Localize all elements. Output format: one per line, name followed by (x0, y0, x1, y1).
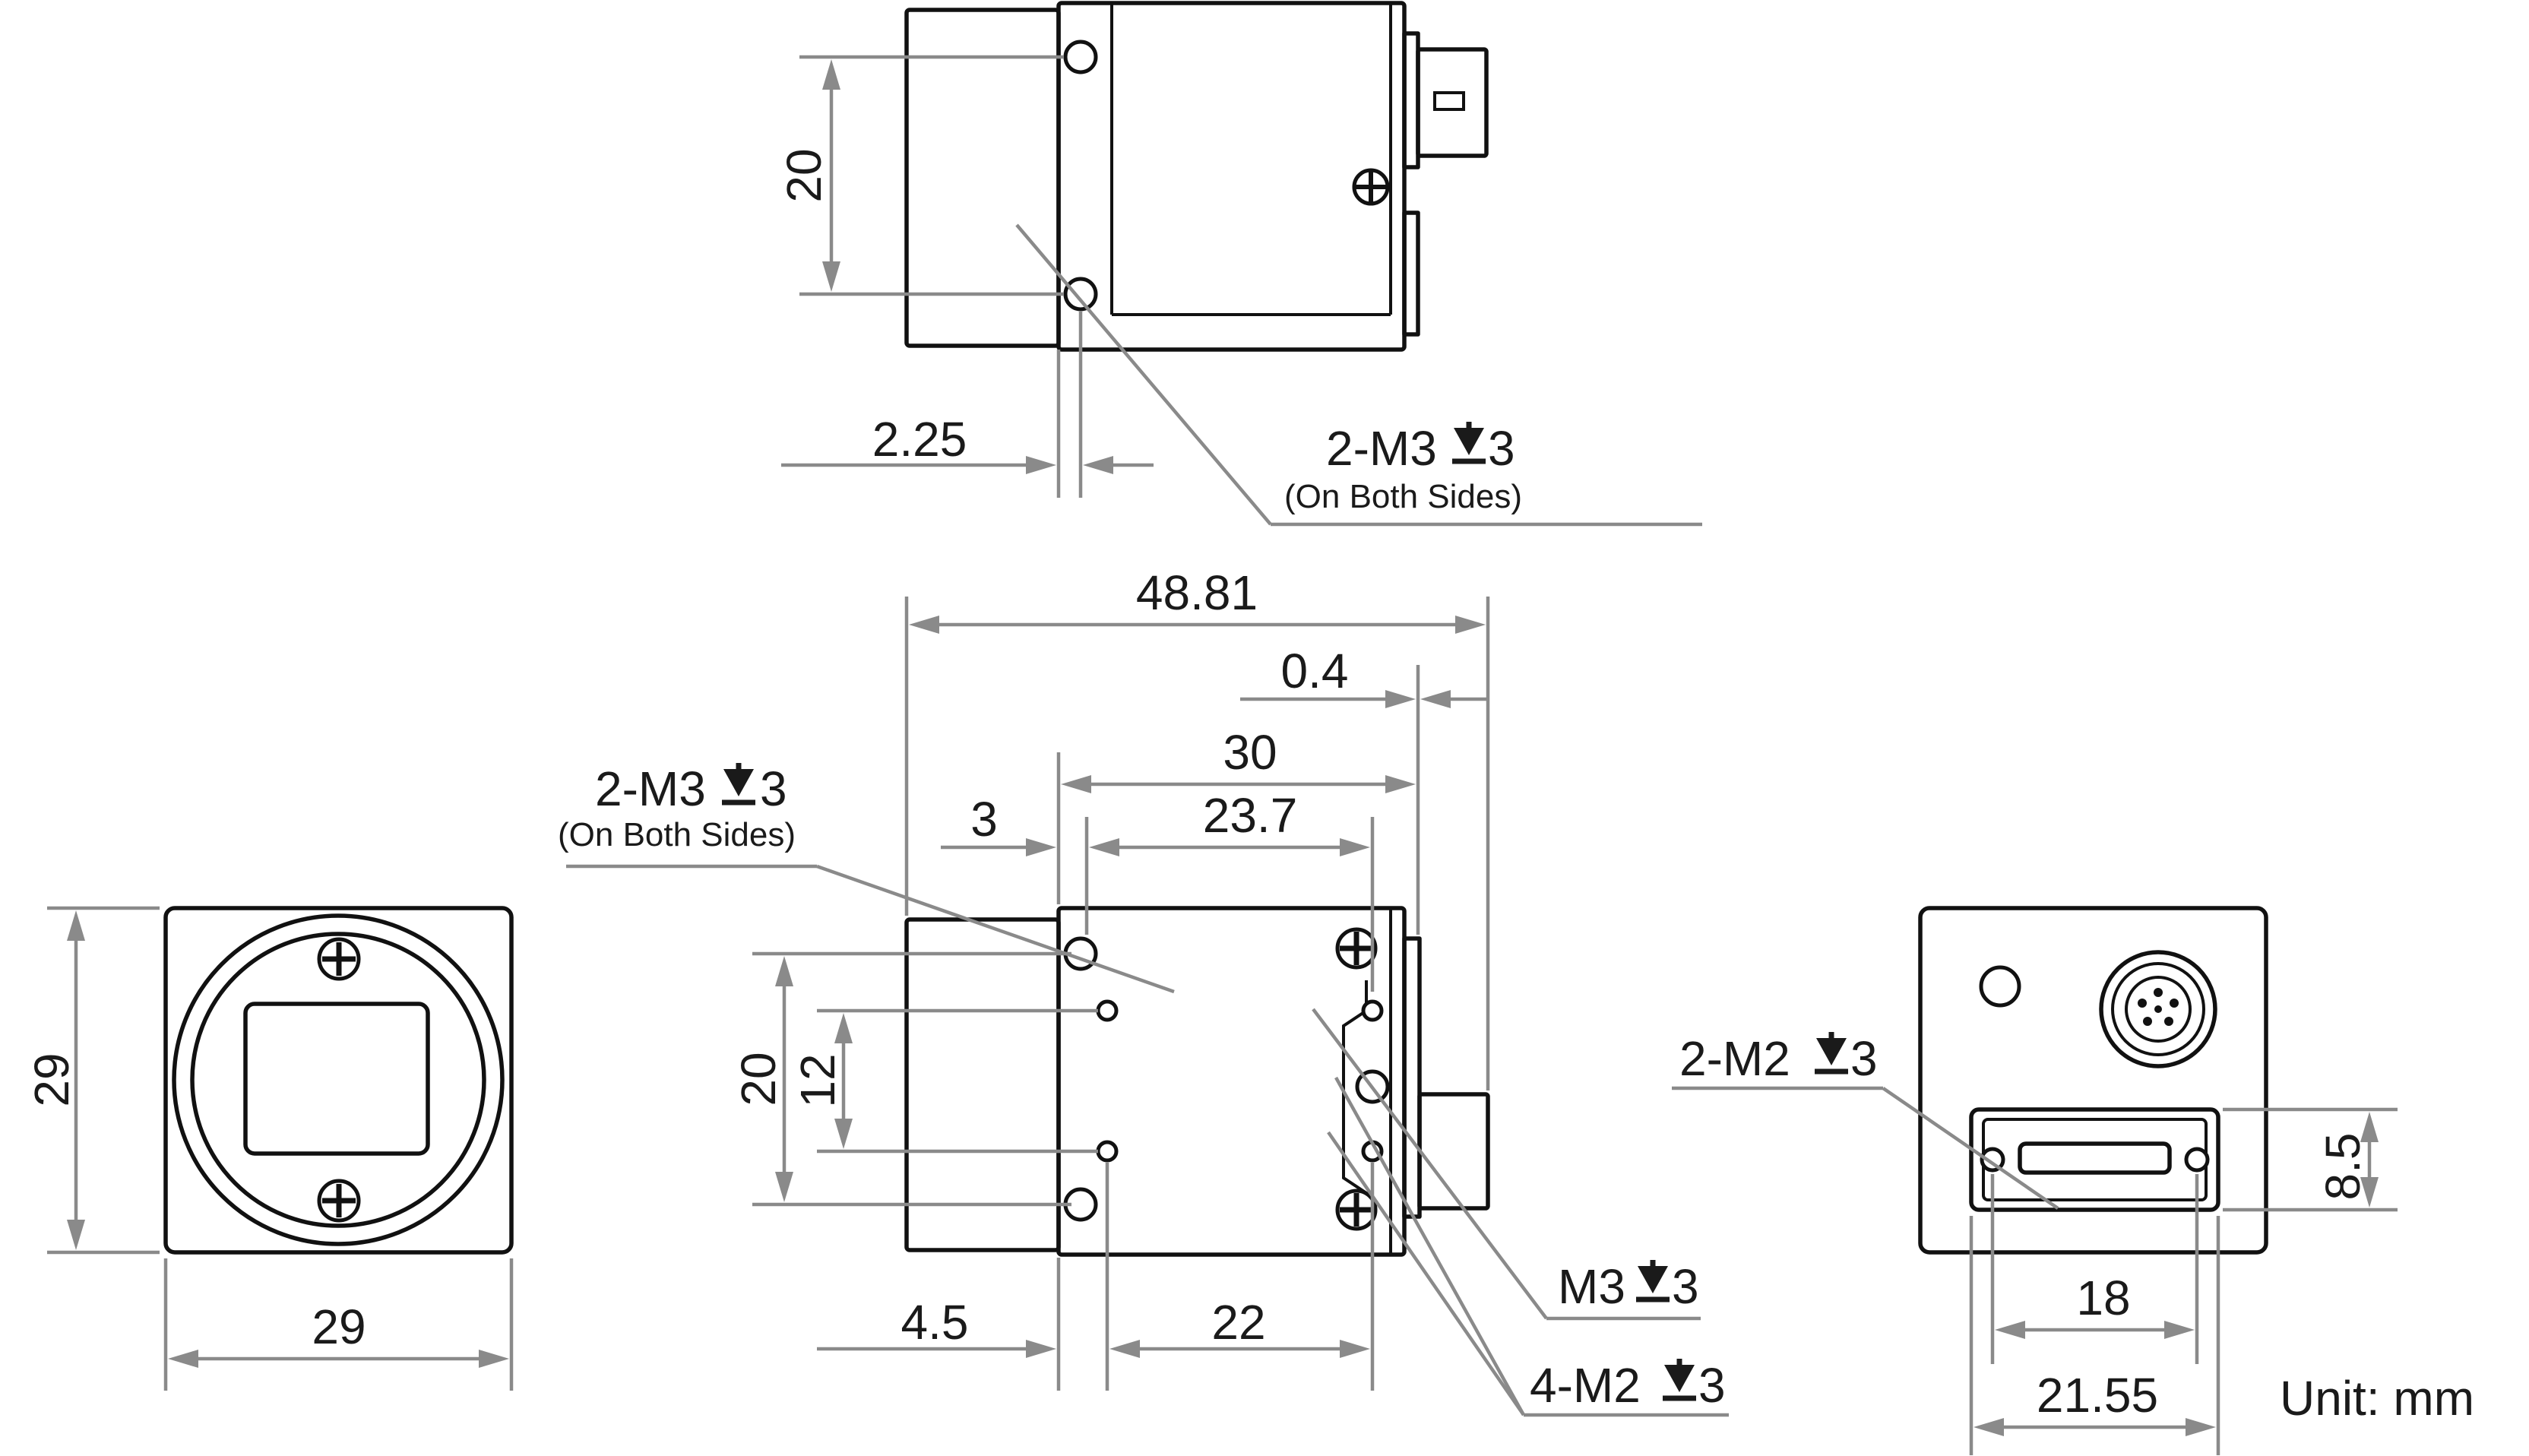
hole-note-top: 2-M3 (595, 761, 706, 816)
rear-view: 2-M2 3 8.5 18 21.55 (1672, 906, 2398, 1455)
hole-note-m2: 4-M2 (1530, 1358, 1641, 1413)
hole-note-m2-depth: 3 (1698, 1358, 1726, 1413)
dim-12-label: 12 (790, 1053, 845, 1107)
dim-18-label: 18 (2076, 1271, 2130, 1325)
hole-note-sub: (On Both Sides) (1284, 478, 1522, 515)
dim-flange-label: 0.4 (1281, 644, 1349, 698)
rear-hole-note-depth: 3 (1850, 1031, 1878, 1086)
dim-23-7-label: 23.7 (1203, 788, 1298, 843)
dim-22-label: 22 (1211, 1295, 1265, 1350)
dim-4-5-label: 4.5 (901, 1295, 969, 1350)
mount-hole (1063, 277, 1098, 312)
mount-hole (1063, 40, 1098, 74)
dim-width-label: 29 (312, 1299, 366, 1354)
dim-height-label: 20 (777, 148, 831, 202)
dim-20-label: 20 (731, 1052, 786, 1106)
dim-3-label: 3 (970, 792, 998, 847)
side-view: 48.81 0.4 30 23.7 3 20 (558, 565, 1729, 1417)
dim-length-label: 48.81 (1136, 565, 1258, 620)
dim-height-label: 29 (24, 1052, 79, 1106)
dim-21-55-label: 21.55 (2037, 1368, 2158, 1423)
dim-30-label: 30 (1223, 725, 1277, 780)
hole-note-m3-depth: 3 (1672, 1259, 1699, 1314)
hole-note-top-depth: 3 (760, 761, 787, 816)
hole-note-top-sub: (On Both Sides) (558, 816, 796, 853)
unit-label: Unit: mm (2280, 1371, 2474, 1426)
top-view: 20 2.25 2-M3 3 (On Both Sides) (777, 1, 1702, 527)
hole-note-depth: 3 (1488, 421, 1515, 476)
rear-hole-note: 2-M2 (1679, 1031, 1790, 1086)
front-view: 29 29 (24, 906, 514, 1391)
dim-offset-label: 2.25 (872, 412, 967, 467)
dim-8-5-label: 8.5 (2315, 1133, 2370, 1201)
hole-note: 2-M3 (1326, 421, 1437, 476)
hole-note-m3: M3 (1558, 1259, 1625, 1314)
